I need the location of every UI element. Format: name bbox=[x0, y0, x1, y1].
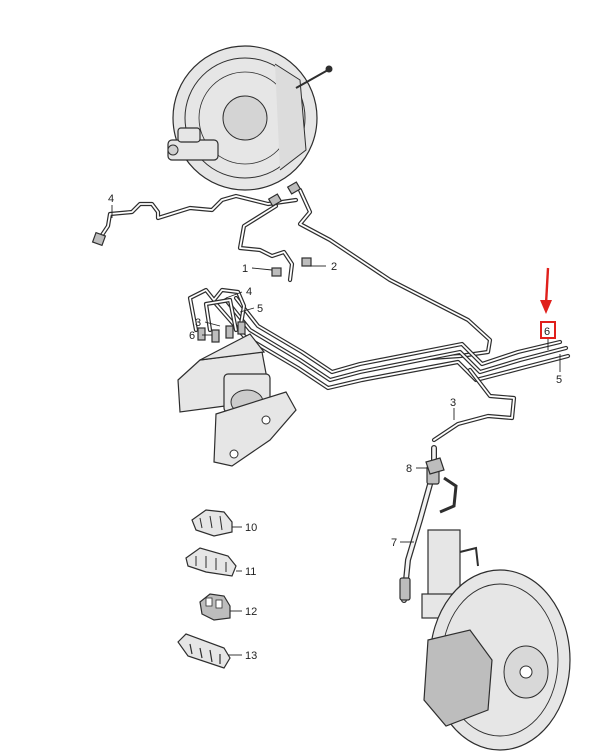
callout-4-left: 4 bbox=[108, 193, 114, 205]
callout-8: 8 bbox=[406, 463, 412, 475]
callout-4-abs: 4 bbox=[246, 286, 252, 298]
callout-1: 1 bbox=[242, 263, 248, 275]
pipe-clip-11 bbox=[185, 547, 237, 577]
callout-5-right: 5 bbox=[556, 374, 562, 386]
callout-12: 12 bbox=[245, 606, 257, 618]
abs-port-fittings bbox=[197, 321, 246, 343]
highlight-box bbox=[540, 321, 556, 339]
pipe-fittings bbox=[91, 181, 312, 277]
callout-10: 10 bbox=[245, 522, 257, 534]
brake-booster bbox=[167, 45, 333, 191]
strut-and-disc bbox=[421, 529, 571, 751]
callout-11: 11 bbox=[245, 566, 256, 578]
callout-6-abs: 6 bbox=[189, 330, 195, 342]
callout-5-abs: 5 bbox=[257, 303, 263, 315]
highlight-marker bbox=[540, 267, 556, 339]
hose-bracket-clip bbox=[425, 457, 445, 475]
callout-3-abs: 3 bbox=[195, 317, 201, 329]
callout-13: 13 bbox=[245, 650, 257, 662]
red-arrow-icon bbox=[540, 300, 552, 314]
callout-labels: 4 1 2 4 5 3 6 6 5 3 8 7 10 11 12 13 bbox=[108, 193, 562, 662]
brake-pipes bbox=[97, 187, 571, 443]
callout-3-right: 3 bbox=[450, 397, 456, 409]
pipe-clip-13 bbox=[177, 633, 231, 669]
master-cylinder bbox=[167, 127, 219, 161]
callout-2: 2 bbox=[331, 261, 337, 273]
callout-6-highlighted: 6 bbox=[544, 326, 550, 338]
abs-hydraulic-unit bbox=[177, 321, 297, 467]
leader-lines bbox=[111, 205, 561, 656]
pipe-clip-10 bbox=[191, 509, 233, 537]
pipe-clip-12 bbox=[199, 593, 231, 621]
callout-7: 7 bbox=[391, 537, 397, 549]
